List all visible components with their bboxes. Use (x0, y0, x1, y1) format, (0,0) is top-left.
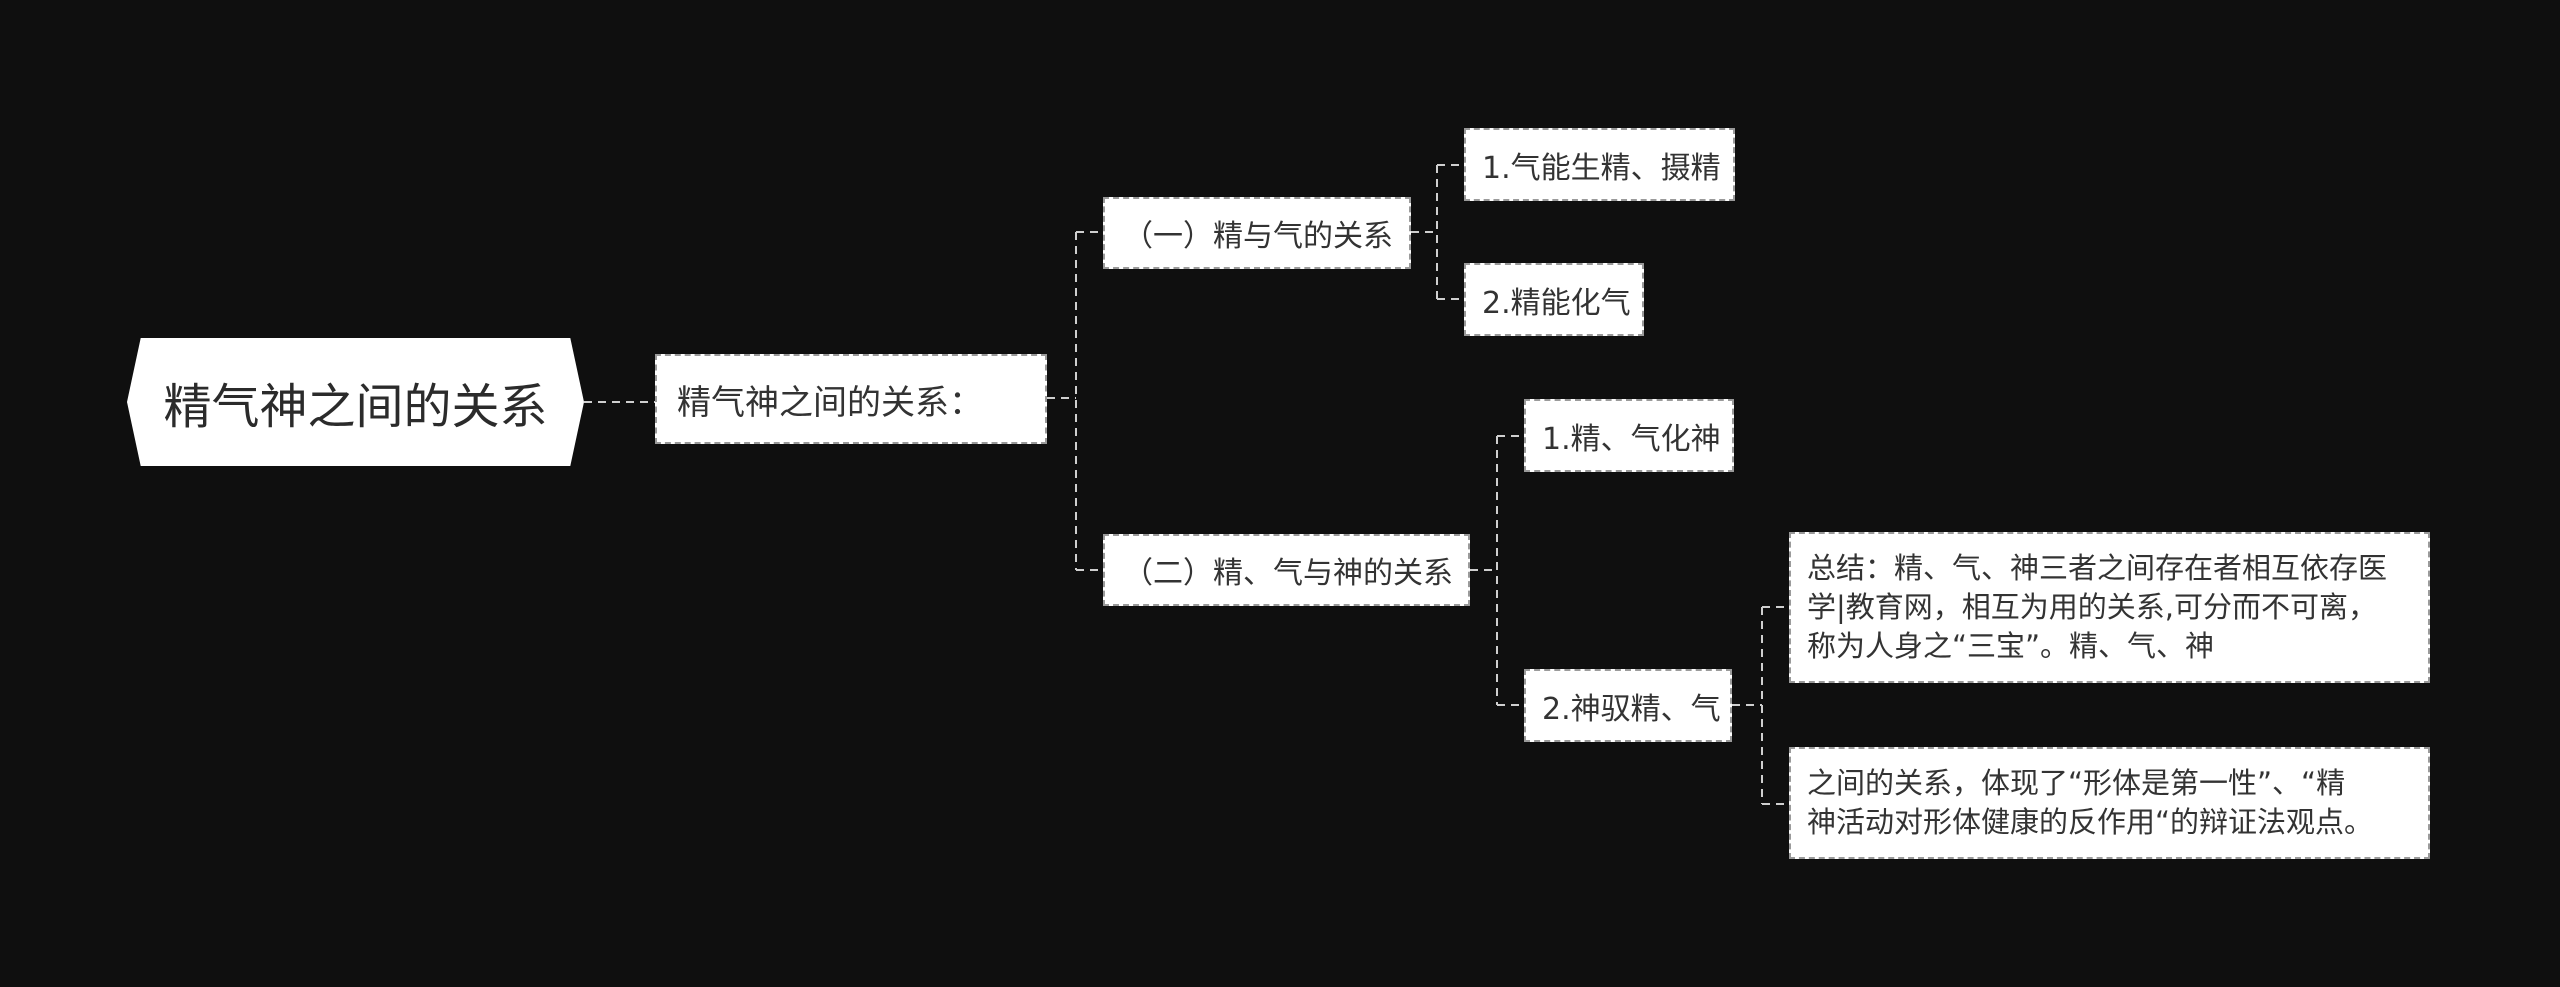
root-topic[interactable]: 精气神之间的关系 (127, 338, 584, 466)
root-topic-title: 精气神之间的关系 (163, 379, 548, 435)
subtopic-spirit-governs[interactable]: 2.神驭精、气 (1524, 669, 1732, 742)
conclusion-line: 神活动对形体健康的反作用“的辩证法观点。 (1807, 805, 2374, 839)
subtopic-qi-generates-essence[interactable]: 1.气能生精、摄精 (1464, 128, 1735, 201)
summary-line: 学|教育网，相互为用的关系,可分而不可离， (1807, 590, 2377, 624)
summary-line: 称为人身之“三宝”。精、气、神 (1807, 629, 2215, 663)
subtopic-essence-qi-transform-spirit[interactable]: 1.精、气化神 (1524, 399, 1734, 472)
branch-label: （二）精、气与神的关系 (1123, 556, 1453, 591)
branch-topic-essence-qi[interactable]: （一）精与气的关系 (1103, 197, 1411, 269)
subtopic-label: 1.精、气化神 (1542, 421, 1721, 457)
branch-topic-essence-qi-spirit[interactable]: （二）精、气与神的关系 (1103, 534, 1470, 606)
branch-label: （一）精与气的关系 (1123, 219, 1393, 254)
subtopic-label: 1.气能生精、摄精 (1482, 150, 1721, 186)
level1-topic-label: 精气神之间的关系： (677, 382, 983, 423)
subtopic-essence-transforms-qi[interactable]: 2.精能化气 (1464, 263, 1644, 336)
conclusion-note[interactable]: 之间的关系，体现了“形体是第一性”、“精 神活动对形体健康的反作用“的辩证法观点… (1789, 747, 2430, 859)
subtopic-label: 2.神驭精、气 (1542, 691, 1721, 727)
summary-line: 总结：精、气、神三者之间存在者相互依存医 (1807, 551, 2388, 585)
summary-note[interactable]: 总结：精、气、神三者之间存在者相互依存医 学|教育网，相互为用的关系,可分而不可… (1789, 532, 2430, 683)
subtopic-label: 2.精能化气 (1482, 285, 1631, 321)
level1-topic[interactable]: 精气神之间的关系： (655, 354, 1047, 444)
conclusion-line: 之间的关系，体现了“形体是第一性”、“精 (1807, 766, 2346, 800)
